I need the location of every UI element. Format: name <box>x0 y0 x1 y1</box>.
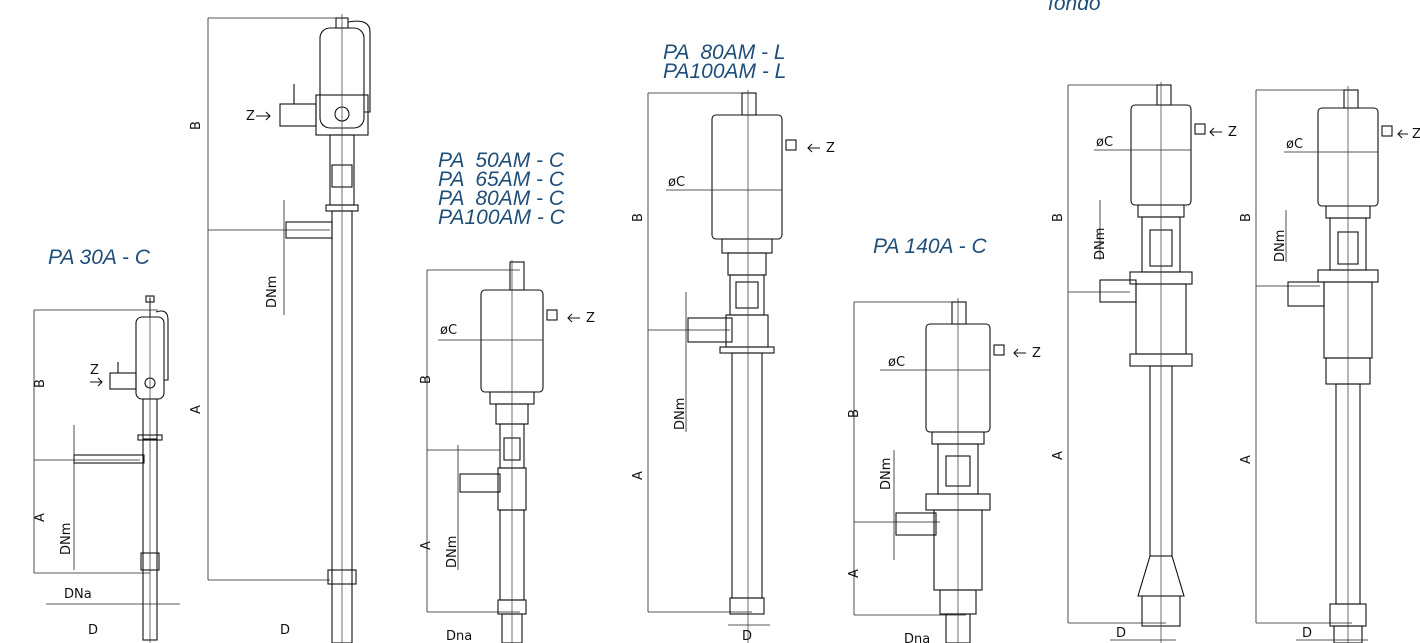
label-b: B <box>1051 213 1066 222</box>
label-c: øC <box>888 355 905 370</box>
label-a: A <box>33 513 48 522</box>
label-d: D <box>1116 626 1126 641</box>
pump-fondo-2: B A øC Z DNm D <box>1239 86 1420 643</box>
pump-series-l: B A øC Z DNm D <box>631 90 835 643</box>
label-c: øC <box>1286 137 1303 152</box>
label-z: Z <box>1032 346 1041 361</box>
label-z: Z <box>90 363 99 378</box>
label-b: B <box>631 213 646 222</box>
pump-series-c: B A øC Z DNm Dna <box>419 260 595 643</box>
label-dnm: DNm <box>1273 230 1288 262</box>
label-a: A <box>1239 455 1254 464</box>
pump-tall: B A Z DNm D <box>189 14 371 643</box>
title-pa140: PA 140A - C <box>873 235 987 258</box>
label-d: D <box>280 623 290 638</box>
label-dna: DNa <box>64 587 92 602</box>
label-a: A <box>1051 451 1066 460</box>
label-dnm: DNm <box>879 458 894 490</box>
label-a: A <box>419 541 434 550</box>
label-a: A <box>189 405 204 414</box>
label-dnm: DNm <box>59 523 74 555</box>
label-dnm: DNm <box>265 276 280 308</box>
pump-fondo-1: B A øC Z DNm D <box>1051 82 1237 643</box>
label-z: Z <box>1412 127 1420 142</box>
label-z: Z <box>826 141 835 156</box>
label-z: Z <box>1228 125 1237 140</box>
label-dna: Dna <box>904 632 930 643</box>
label-d: D <box>88 623 98 638</box>
pump-pa30: B A Z DNm DNa D <box>33 295 180 643</box>
label-a: A <box>631 471 646 480</box>
label-z: Z <box>586 311 595 326</box>
label-dnm: DNm <box>1093 228 1108 260</box>
label-d: D <box>1302 626 1312 641</box>
label-b: B <box>847 409 862 418</box>
label-c: øC <box>440 323 457 338</box>
label-dnm: DNm <box>673 398 688 430</box>
label-b: B <box>189 121 204 130</box>
title-pa30: PA 30A - C <box>48 246 150 269</box>
label-c: øC <box>668 175 685 190</box>
label-dnm: DNm <box>445 536 460 568</box>
label-dna: Dna <box>446 629 472 643</box>
label-d: D <box>742 629 752 643</box>
label-b: B <box>419 375 434 384</box>
label-a: A <box>847 569 862 578</box>
pump-pa140: B A øC Z DNm Dna <box>847 298 1041 643</box>
title-fondo: fondo <box>1048 0 1101 15</box>
label-b: B <box>1239 213 1254 222</box>
label-z: Z <box>246 109 255 124</box>
label-c: øC <box>1096 135 1113 150</box>
label-b: B <box>33 379 48 388</box>
